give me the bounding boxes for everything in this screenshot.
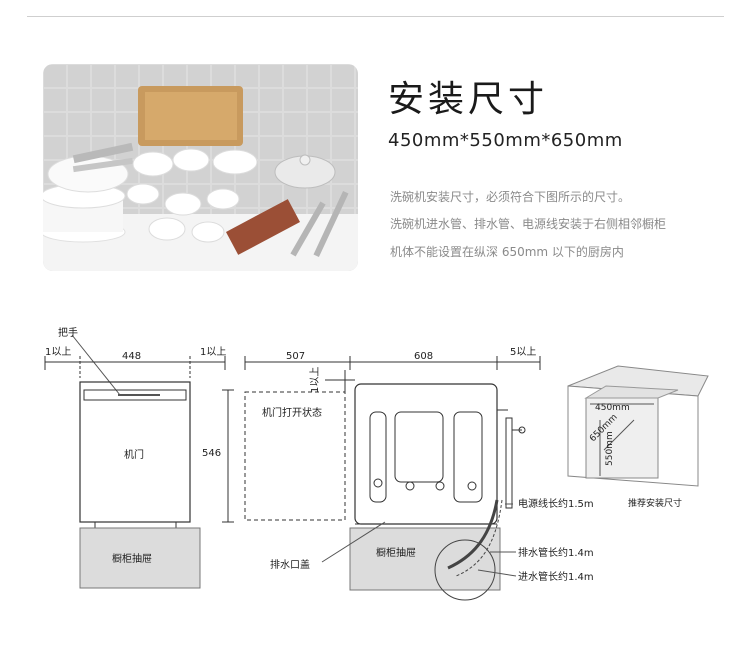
front-drawer bbox=[79, 527, 201, 589]
side-view bbox=[244, 356, 541, 601]
recommended-view bbox=[567, 365, 709, 487]
handle-label: 把手 bbox=[58, 326, 78, 339]
side-depth: 608 bbox=[414, 351, 433, 362]
door-label: 机门 bbox=[124, 448, 144, 461]
rear-clearance: 5以上 bbox=[510, 346, 536, 358]
installation-diagram: 把手 1以上 448 1以上 546 机门 橱柜抽屉 507 1以上 机门打开状… bbox=[44, 326, 709, 601]
rec-height-label: 550mm bbox=[605, 431, 615, 466]
drain-cover-leader bbox=[321, 521, 386, 563]
power-cord-label: 电源线长约1.5m bbox=[518, 497, 594, 510]
drain-cover-label: 排水口盖 bbox=[270, 558, 310, 571]
dishware-illustration bbox=[43, 64, 358, 271]
rec-caption: 推荐安装尺寸 bbox=[628, 497, 682, 509]
install-dimensions: 450mm*550mm*650mm bbox=[388, 130, 623, 151]
top-divider bbox=[27, 16, 724, 17]
top-clearance: 1以上 bbox=[309, 367, 321, 393]
front-handle-bar bbox=[83, 389, 187, 401]
description-line-3: 机体不能设置在纵深 650mm 以下的厨房内 bbox=[390, 245, 624, 259]
door-open-label: 机门打开状态 bbox=[262, 406, 322, 419]
rec-width-label: 450mm bbox=[595, 403, 630, 413]
front-drawer-label: 橱柜抽屉 bbox=[112, 552, 152, 565]
side-machine-body bbox=[354, 383, 498, 525]
front-view bbox=[44, 334, 234, 589]
drain-hose bbox=[447, 499, 499, 570]
front-right-clearance: 1以上 bbox=[200, 346, 226, 358]
drain-hose-label: 排水管长约1.4m bbox=[518, 546, 594, 559]
inlet-hose bbox=[455, 499, 503, 577]
front-height: 546 bbox=[202, 448, 221, 459]
hose-detail-circle bbox=[434, 539, 496, 601]
door-open-outline bbox=[244, 391, 346, 521]
page-title: 安装尺寸 bbox=[388, 79, 549, 120]
description-line-2: 洗碗机进水管、排水管、电源线安装于右侧相邻橱柜 bbox=[390, 217, 667, 231]
side-drawer bbox=[349, 527, 501, 591]
dishware-photo bbox=[43, 64, 358, 271]
description-line-1: 洗碗机安装尺寸，必须符合下图所示的尺寸。 bbox=[390, 190, 631, 204]
front-left-clearance: 1以上 bbox=[45, 346, 71, 358]
side-drawer-label: 橱柜抽屉 bbox=[376, 546, 416, 559]
handle-leader bbox=[71, 334, 121, 396]
front-width: 448 bbox=[122, 351, 141, 362]
inlet-hose-label: 进水管长约1.4m bbox=[518, 570, 594, 583]
door-open-depth: 507 bbox=[286, 351, 305, 362]
